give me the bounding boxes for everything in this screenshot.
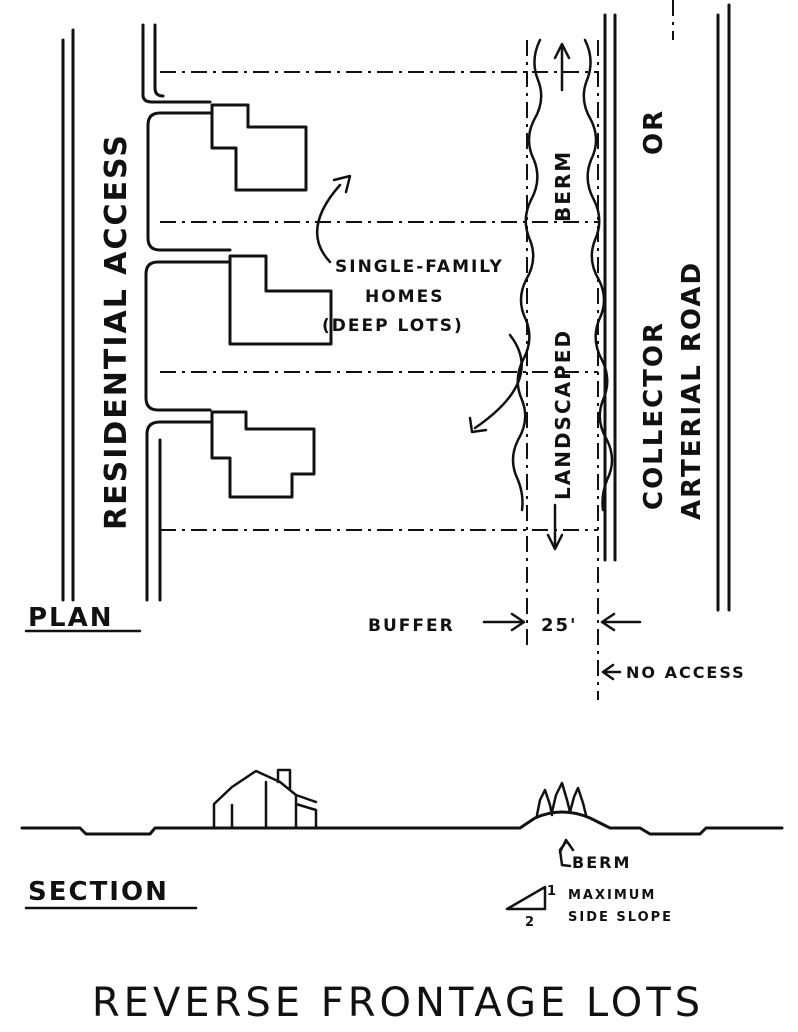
landscaped-label: LANDSCAPED: [551, 329, 575, 500]
diagram-title: REVERSE FRONTAGE LOTS: [92, 980, 704, 1026]
side-slope-label: SIDE SLOPE: [568, 910, 673, 925]
house-2: [228, 254, 333, 346]
berm-vertical-label: BERM: [551, 150, 575, 222]
leader-arrows: [315, 174, 642, 681]
section-view: [20, 768, 784, 911]
or-label: OR: [639, 109, 669, 155]
section-label: SECTION: [28, 877, 169, 907]
landscaped-berm: [511, 38, 614, 551]
residential-access-label: RESIDENTIAL ACCESS: [99, 133, 134, 530]
maximum-label: MAXIMUM: [568, 888, 656, 903]
arterial-road-label: ARTERIAL ROAD: [677, 261, 707, 520]
deep-lots-label: (DEEP LOTS): [322, 316, 464, 336]
arterial-road: [603, 0, 731, 612]
slope-rise-label: 1: [547, 884, 558, 899]
house-3: [210, 410, 316, 499]
buffer-label: BUFFER: [368, 616, 455, 636]
single-family-label: SINGLE-FAMILY: [335, 257, 504, 277]
lot-lines: [160, 40, 599, 700]
section-berm-label: BERM: [572, 853, 631, 872]
collector-label: COLLECTOR: [639, 321, 669, 510]
residential-access-road: [61, 23, 232, 602]
no-access-label: NO ACCESS: [626, 663, 746, 682]
homes-label: HOMES: [365, 287, 444, 307]
house-1: [210, 103, 308, 192]
slope-run-label: 2: [525, 915, 536, 930]
buffer-width-label: 25': [541, 615, 578, 636]
plan-label: PLAN: [28, 603, 114, 633]
